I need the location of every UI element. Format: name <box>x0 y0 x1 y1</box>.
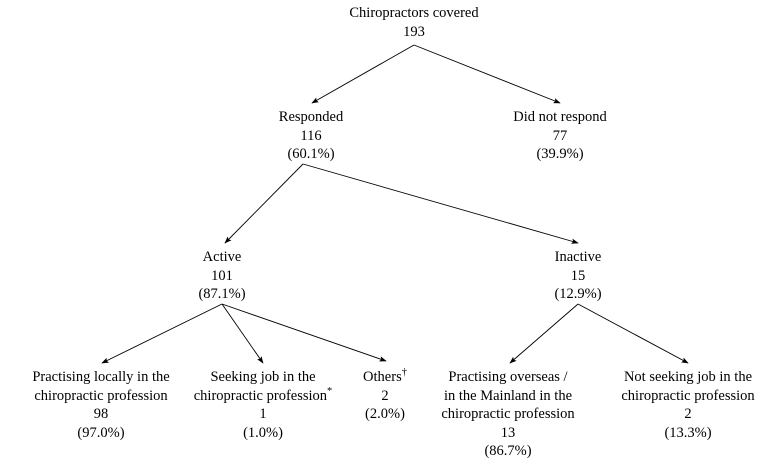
node-inactive: Inactive 15 (12.9%) <box>554 248 601 304</box>
node-count: 116 <box>300 127 322 144</box>
node-label-line-1: Not seeking job in the <box>623 369 753 385</box>
node-count: 193 <box>403 23 425 40</box>
node-label-line-1: Seeking job in the <box>210 369 316 385</box>
node-count: 1 <box>259 406 267 423</box>
node-label-line-1: Practising overseas / <box>448 369 568 385</box>
edge-active-to-others <box>221 303 387 362</box>
edge-active-to-seeking-job <box>221 303 264 364</box>
footnote-asterisk-marker: * <box>327 385 333 397</box>
node-percentage: (1.0%) <box>243 424 283 441</box>
node-label-line-2-text: chiropractic profession <box>193 387 328 404</box>
node-count: 2 <box>684 406 692 423</box>
node-count: 2 <box>381 387 389 404</box>
node-count: 98 <box>93 406 109 423</box>
node-others: Others† 2 (2.0%) <box>363 367 407 424</box>
node-seeking-job: Seeking job in the chiropractic professi… <box>194 368 333 442</box>
edge-responded-to-inactive <box>302 163 579 244</box>
edge-inactive-to-not-seeking-job <box>577 303 689 364</box>
node-label-line-1: Practising locally in the <box>32 369 170 385</box>
node-count: 77 <box>552 127 568 144</box>
node-label: Chiropractors covered <box>349 5 479 21</box>
edge-responded-to-active <box>224 163 304 244</box>
node-count: 13 <box>500 424 516 441</box>
edge-root-to-did-not-respond <box>413 44 561 104</box>
node-count: 15 <box>570 267 586 284</box>
node-label-line-3: chiropractic profession <box>441 406 575 423</box>
node-percentage: (60.1%) <box>287 146 335 163</box>
node-percentage: (39.9%) <box>536 146 584 163</box>
node-count: 101 <box>211 267 233 284</box>
node-percentage: (87.1%) <box>198 286 246 303</box>
node-label: Did not respond <box>513 109 607 125</box>
node-label: Responded <box>278 109 344 125</box>
node-practising-locally: Practising locally in the chiropractic p… <box>32 368 169 442</box>
node-percentage: (97.0%) <box>77 424 125 441</box>
node-percentage: (86.7%) <box>484 443 532 460</box>
node-label-line-2: in the Mainland in the <box>443 387 573 404</box>
node-chiropractors-covered: Chiropractors covered 193 <box>349 4 478 41</box>
node-not-seeking-job: Not seeking job in the chiropractic prof… <box>621 368 754 442</box>
footnote-dagger-marker: † <box>401 367 407 379</box>
node-did-not-respond: Did not respond 77 (39.9%) <box>513 108 606 164</box>
node-label-line-1: Others† <box>363 367 407 387</box>
node-active: Active 101 (87.1%) <box>198 248 245 304</box>
node-label-line-2: chiropractic profession* <box>193 385 333 406</box>
node-label-text: Others <box>363 369 402 385</box>
node-responded: Responded 116 (60.1%) <box>279 108 343 164</box>
node-label-line-2: chiropractic profession <box>621 387 755 404</box>
edge-inactive-to-practising-overseas <box>509 303 579 364</box>
node-percentage: (2.0%) <box>365 406 405 423</box>
node-label: Inactive <box>554 249 602 265</box>
edge-active-to-practising-locally <box>101 303 223 364</box>
node-label: Active <box>202 249 242 265</box>
node-percentage: (12.9%) <box>554 286 602 303</box>
node-percentage: (13.3%) <box>664 424 712 441</box>
edge-root-to-responded <box>311 44 415 104</box>
node-practising-overseas: Practising overseas / in the Mainland in… <box>441 368 574 461</box>
node-label-line-2: chiropractic profession <box>34 387 168 404</box>
